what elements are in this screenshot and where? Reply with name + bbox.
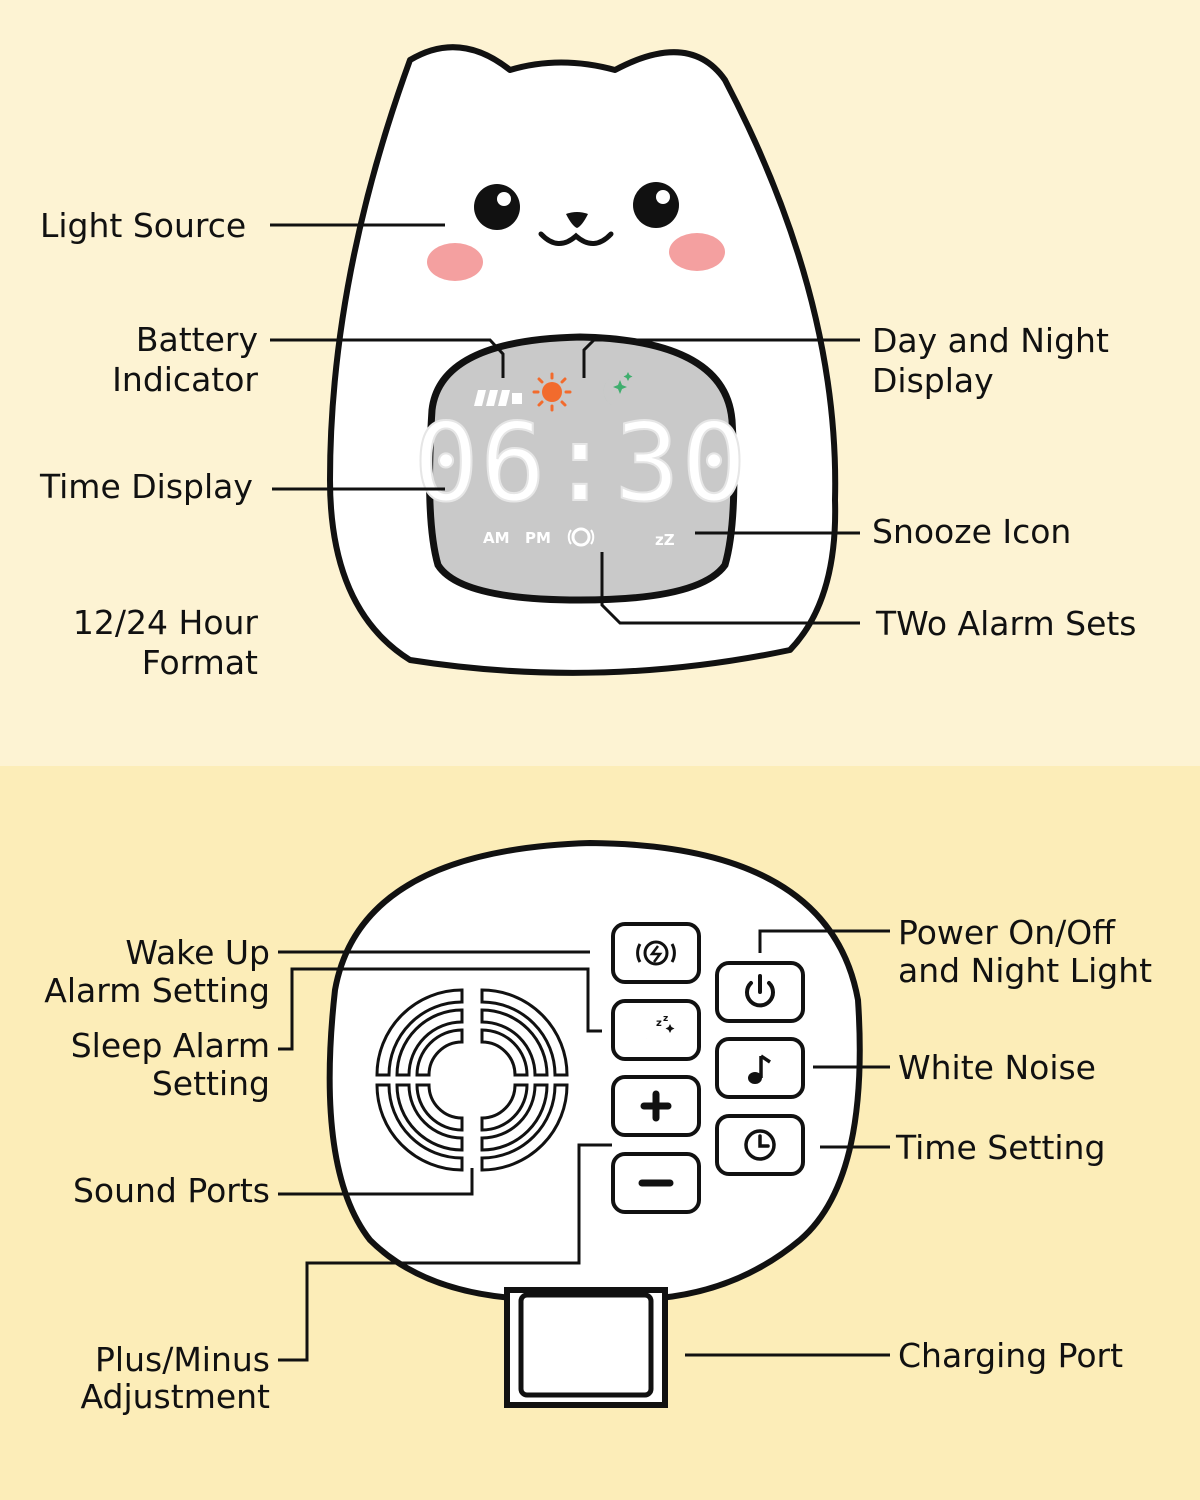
music-note-icon xyxy=(748,1054,771,1084)
label-plus-minus-line2: Adjustment xyxy=(80,1377,270,1416)
left-eye xyxy=(474,184,520,230)
label-two-alarm-sets: TWo Alarm Sets xyxy=(876,604,1137,643)
cat-body-back xyxy=(326,840,863,1301)
label-sleep-line1: Sleep Alarm xyxy=(70,1026,270,1065)
alarm-clock-icon xyxy=(636,940,676,966)
plus-icon xyxy=(640,1090,672,1122)
label-battery-line2: Indicator xyxy=(112,360,258,399)
label-battery-line1: Battery xyxy=(135,320,258,359)
right-eye xyxy=(633,182,679,228)
sleep-moon-icon: z z xyxy=(643,1014,675,1046)
snooze-indicator: zZ xyxy=(655,531,675,549)
label-sound-ports: Sound Ports xyxy=(72,1171,270,1210)
label-wake-line2: Alarm Setting xyxy=(44,971,270,1010)
label-power-line1: Power On/Off xyxy=(898,913,1115,952)
time-setting-button[interactable] xyxy=(715,1114,805,1176)
cat-nose xyxy=(566,212,588,228)
label-day-night-line2: Display xyxy=(872,361,994,400)
label-time-setting: Time Setting xyxy=(896,1128,1106,1167)
label-power-line2: and Night Light xyxy=(898,951,1153,990)
sleep-alarm-button[interactable]: z z xyxy=(611,999,701,1061)
sun-icon xyxy=(532,372,572,412)
label-white-noise: White Noise xyxy=(898,1048,1096,1087)
cat-mouth xyxy=(538,231,614,246)
label-wake-line1: Wake Up xyxy=(125,933,270,972)
white-noise-button[interactable] xyxy=(715,1037,805,1099)
power-icon xyxy=(745,974,775,1008)
clock-icon xyxy=(744,1129,776,1161)
minus-button[interactable] xyxy=(611,1152,701,1214)
label-light-source: Light Source xyxy=(40,206,247,245)
label-day-night-line1: Day and Night xyxy=(872,321,1109,360)
svg-text:z: z xyxy=(656,1018,662,1029)
pm-indicator: PM xyxy=(525,529,551,547)
power-button[interactable] xyxy=(715,961,805,1023)
label-format-line1: 12/24 Hour xyxy=(72,603,258,642)
bottom-leader-lines xyxy=(278,929,890,1362)
am-indicator: AM xyxy=(483,529,510,547)
left-blush xyxy=(427,243,483,281)
cat-face xyxy=(427,182,725,281)
svg-text:z: z xyxy=(663,1014,668,1024)
label-plus-minus-line1: Plus/Minus xyxy=(95,1340,270,1379)
label-time-display: Time Display xyxy=(40,467,253,506)
top-leader-lines xyxy=(270,223,860,625)
time-digits: 06:30 xyxy=(413,401,748,526)
battery-icon xyxy=(474,390,522,406)
label-format-line2: Format xyxy=(141,643,258,682)
right-blush xyxy=(669,233,725,271)
alarm-indicator-icon xyxy=(567,527,595,547)
label-charging-port: Charging Port xyxy=(898,1336,1124,1375)
speaker-grille-icon xyxy=(375,988,569,1172)
charging-port-icon xyxy=(518,1292,654,1398)
alarm-button[interactable] xyxy=(611,922,701,984)
moon-stars-icon xyxy=(603,372,633,408)
label-sleep-line2: Setting xyxy=(151,1064,270,1103)
plus-button[interactable] xyxy=(611,1075,701,1137)
label-snooze-icon: Snooze Icon xyxy=(872,512,1072,551)
